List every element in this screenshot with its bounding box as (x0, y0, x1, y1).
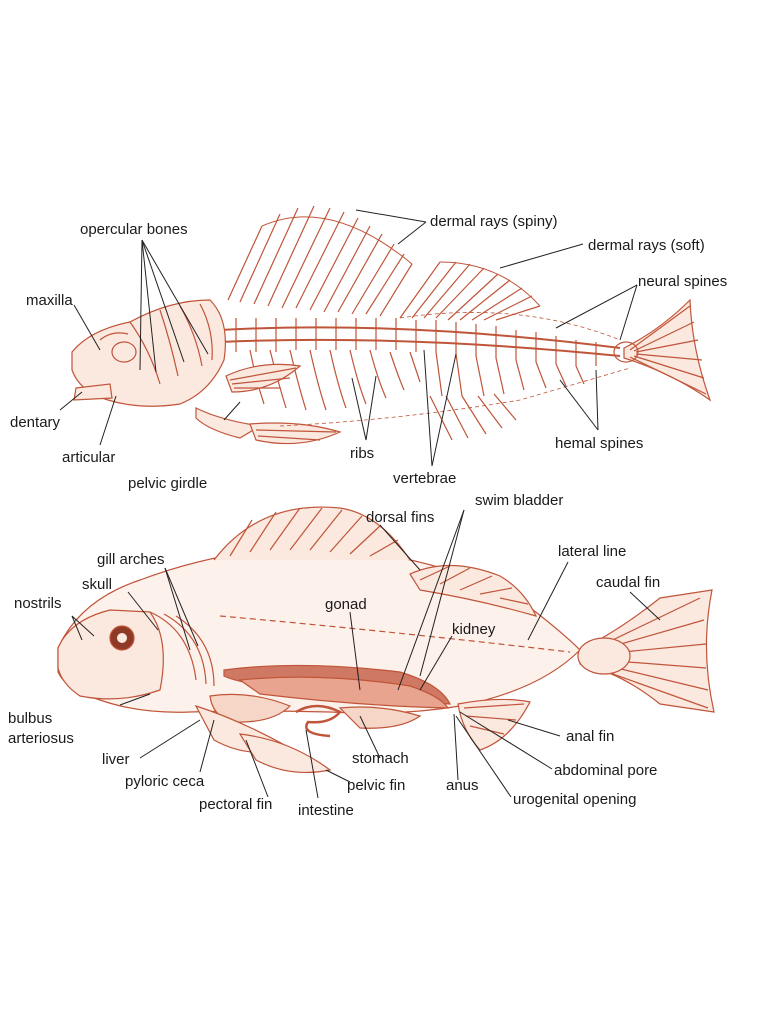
label-pectoral-fin: pectoral fin (199, 796, 273, 813)
label-gill-arches: gill arches (97, 551, 165, 568)
label-vertebrae: vertebrae (393, 470, 457, 487)
skull-bones (71, 299, 262, 439)
label-dermal-rays-soft: dermal rays (soft) (588, 237, 705, 254)
label-dermal-rays-spiny: dermal rays (spiny) (430, 213, 558, 230)
soft-dorsal-fin (399, 261, 541, 321)
label-dentary: dentary (10, 414, 61, 431)
skeleton-pectoral-fin (225, 363, 302, 393)
label-pelvic-girdle: pelvic girdle (128, 475, 208, 492)
label-nostrils: nostrils (14, 595, 62, 612)
fish-anatomy (57, 506, 715, 774)
stomach-organ (338, 706, 422, 729)
label-swim-bladder: swim bladder (475, 492, 564, 509)
label-anal-fin: anal fin (566, 728, 615, 745)
label-liver: liver (102, 751, 130, 768)
label-caudal-fin: caudal fin (596, 574, 661, 591)
lateral-line-mark (219, 615, 571, 653)
hemal-spines (435, 351, 585, 397)
skeleton-anal-fin (429, 393, 517, 441)
label-urogenital-opening: urogenital opening (513, 791, 637, 808)
swim-bladder-organ (238, 676, 450, 709)
label-intestine: intestine (298, 802, 354, 819)
label-stomach: stomach (352, 750, 409, 767)
label-pelvic-fin: pelvic fin (347, 777, 406, 794)
skeleton-pelvic-fin (249, 422, 342, 445)
label-anus: anus (446, 777, 479, 794)
fish-skeleton (71, 205, 712, 445)
intestine-organ (295, 704, 342, 738)
label-lateral-line: lateral line (558, 543, 627, 560)
label-opercular-bones: opercular bones (80, 221, 188, 238)
label-arteriosus: arteriosus (8, 730, 74, 747)
label-skull: skull (82, 576, 113, 593)
label-maxilla: maxilla (26, 292, 73, 309)
leader-lines (59, 209, 661, 799)
label-gonad: gonad (325, 596, 367, 613)
pelvic-fin-shape (238, 733, 332, 774)
label-abdominal-pore: abdominal pore (554, 762, 658, 779)
label-articular: articular (62, 449, 116, 466)
anal-fin-shape (457, 698, 531, 751)
spiny-dorsal-fin (227, 205, 413, 317)
head (57, 609, 215, 700)
label-pyloric-ceca: pyloric ceca (125, 773, 205, 790)
dorsal-fins (213, 506, 538, 617)
label-dorsal-fins: dorsal fins (366, 509, 435, 526)
label-ribs: ribs (350, 445, 375, 462)
label-bulbus: bulbus (8, 710, 53, 727)
label-kidney: kidney (452, 621, 496, 638)
vertebral-column (219, 318, 621, 366)
label-hemal-spines: hemal spines (555, 435, 644, 452)
skeleton-caudal-fin (613, 298, 712, 402)
label-neural-spines: neural spines (638, 273, 728, 290)
caudal-fin (577, 589, 715, 713)
